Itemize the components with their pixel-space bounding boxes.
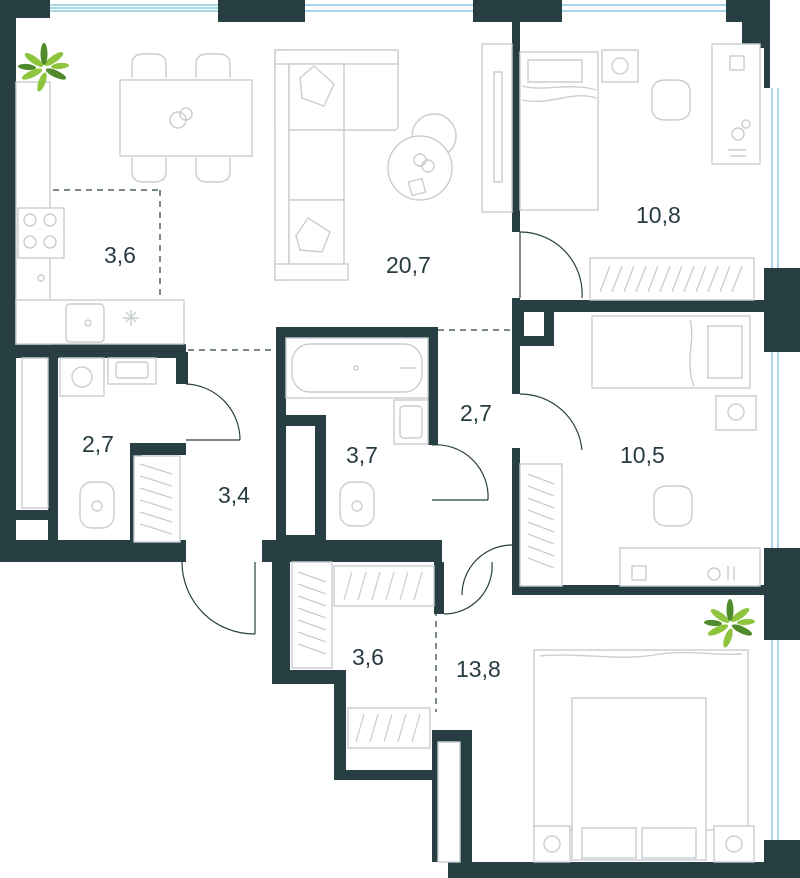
wardrobe-middle (519, 463, 563, 587)
area-label-bedroom-master: 13,8 (456, 656, 501, 682)
wc-fixtures (21, 357, 181, 543)
windows (50, 4, 779, 840)
desk-chair-icon (651, 79, 691, 121)
coffee-table (387, 113, 457, 201)
doors (181, 231, 583, 635)
dining-table-icon (119, 53, 253, 183)
area-label-living-room: 20,7 (386, 252, 431, 278)
area-label-bedroom-middle: 10,5 (620, 442, 665, 468)
area-label-bathroom: 3,7 (346, 442, 378, 468)
bathtub-icon (285, 337, 429, 527)
wardrobe-north (589, 257, 755, 301)
kitchen-counter (15, 81, 185, 345)
toilet-icon (339, 481, 375, 527)
tv-unit (481, 43, 513, 213)
area-label-kitchen-zone: 3,6 (104, 242, 136, 268)
bed-middle (591, 315, 761, 587)
sofa-icon (274, 49, 399, 281)
area-label-wardrobe: 3,6 (352, 644, 384, 670)
area-labels: 3,6 20,7 10,8 2,7 3,4 3,7 2,7 10,5 3,6 1… (82, 202, 681, 682)
plant-icon (18, 43, 69, 92)
toilet-icon (79, 481, 115, 529)
area-label-hall-entrance: 3,4 (218, 482, 250, 508)
washing-machine-icon (59, 357, 105, 397)
area-label-wc: 2,7 (82, 431, 114, 457)
wardrobe-room-shelves (291, 561, 435, 749)
bed-icon (519, 43, 761, 211)
nightstand (601, 49, 639, 83)
hob-icon (17, 207, 65, 259)
master-bed (437, 649, 755, 863)
plant-icon (704, 599, 755, 648)
area-label-bedroom-north: 10,8 (636, 202, 681, 228)
area-label-corridor: 2,7 (460, 400, 492, 426)
